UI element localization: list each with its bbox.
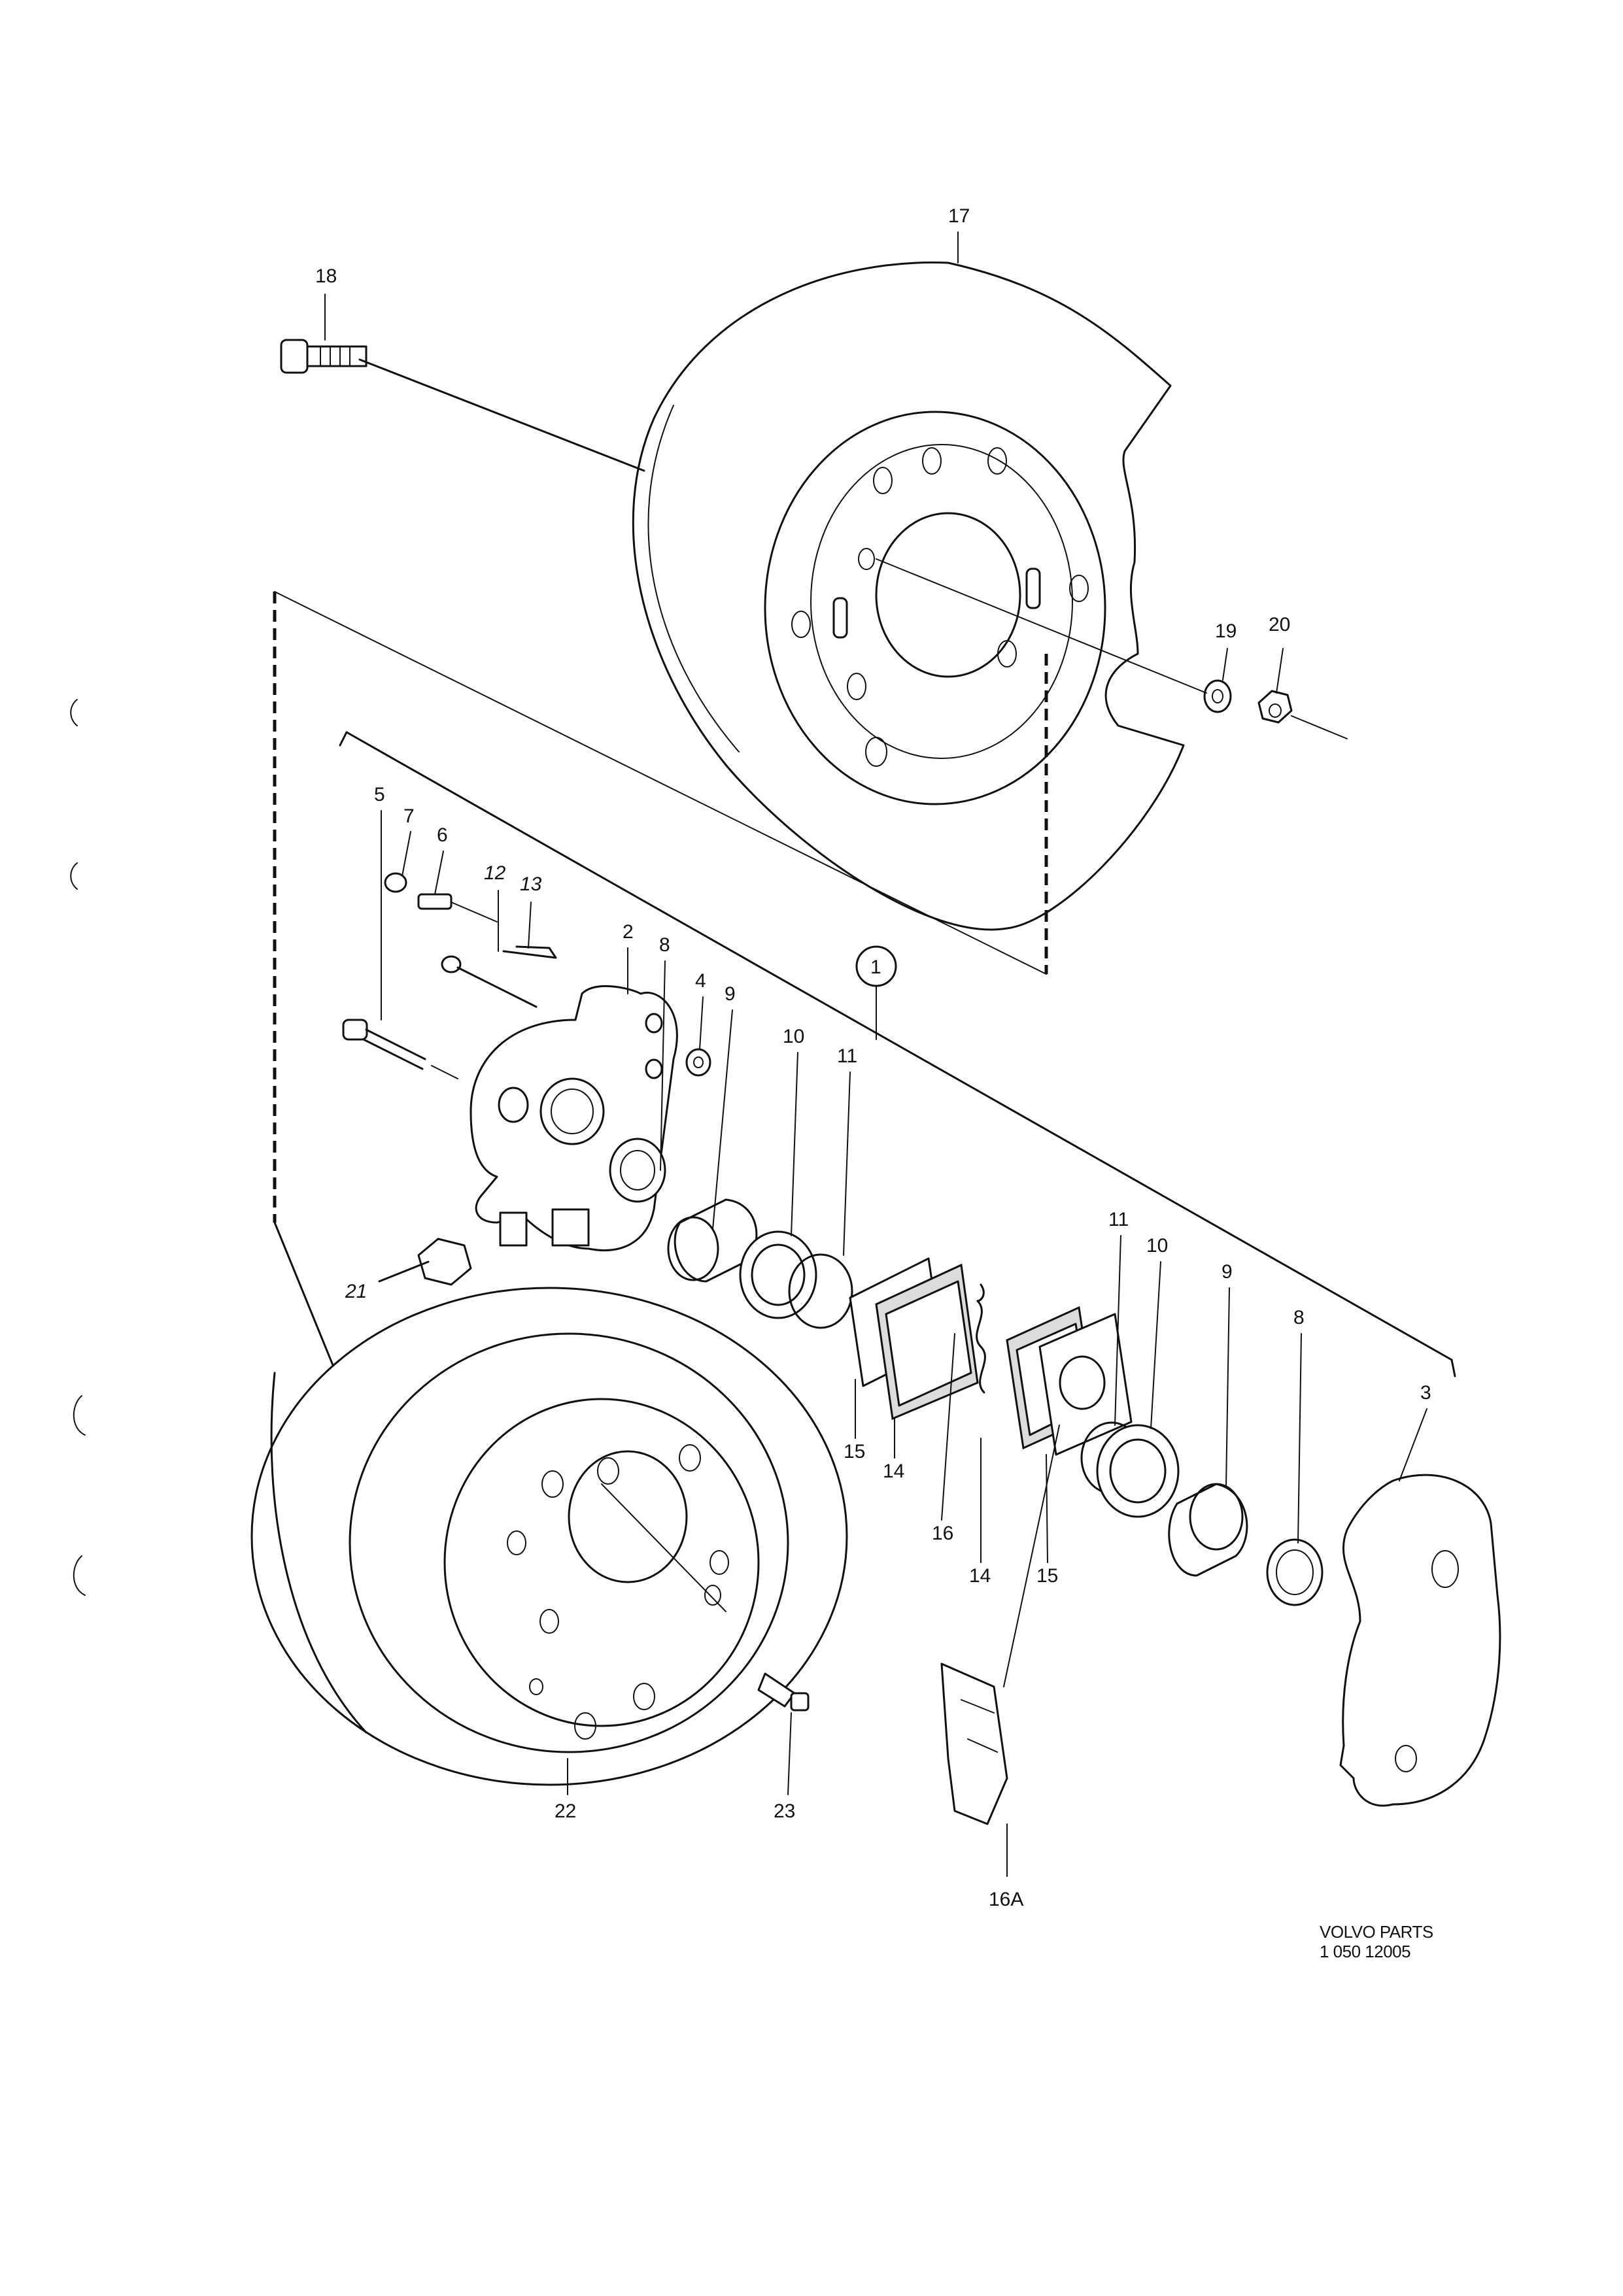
seal-part-8-left	[609, 1138, 666, 1203]
piston-part-9-right	[1168, 1483, 1248, 1577]
washer-part-4	[685, 1048, 711, 1077]
brake-disc-part-22	[250, 1287, 848, 1786]
footer-brand: VOLVO PARTS	[1320, 1922, 1433, 1942]
label-part-11-upper: 11	[837, 1045, 857, 1067]
label-part-16: 16	[932, 1523, 953, 1544]
washer-part-19	[1203, 679, 1232, 713]
label-part-18: 18	[315, 265, 337, 287]
label-part-21: 21	[345, 1281, 367, 1302]
label-part-19: 19	[1215, 620, 1237, 642]
bleeder-cap-part-7	[384, 872, 407, 893]
wheel-stud-part-23	[757, 1672, 810, 1712]
caliper-half-part-3	[1339, 1474, 1501, 1807]
label-part-17: 17	[948, 205, 970, 227]
retaining-ring-part-11-left	[788, 1253, 853, 1329]
label-part-6: 6	[437, 824, 448, 846]
bolt-part-18	[280, 339, 645, 472]
footer-code: 1 050 12005	[1320, 1942, 1411, 1961]
label-part-22: 22	[555, 1800, 576, 1822]
seal-part-8-right	[1266, 1538, 1324, 1606]
label-part-9-lower: 9	[1222, 1261, 1233, 1283]
bolt-part-21	[378, 1238, 472, 1286]
anti-rattle-plate-part-16A	[940, 1425, 1060, 1877]
dust-boot-part-10-left	[739, 1230, 817, 1319]
footer-parts-code: VOLVO PARTS 1 050 12005	[1320, 1922, 1433, 1961]
label-part-7: 7	[403, 805, 415, 827]
label-part-4: 4	[695, 970, 706, 992]
label-part-14-right: 14	[969, 1565, 991, 1587]
dust-boot-part-10-right	[1096, 1424, 1180, 1518]
bleeder-screw-part-6	[417, 893, 498, 922]
label-part-16A: 16A	[989, 1889, 1023, 1910]
bolt-part-5	[342, 1019, 458, 1079]
label-part-20: 20	[1269, 614, 1290, 635]
clip-part-13	[502, 945, 557, 959]
label-part-10-lower: 10	[1146, 1235, 1168, 1257]
leader-shield-nut	[876, 558, 1207, 694]
label-part-1: 1	[870, 956, 881, 978]
label-part-23: 23	[774, 1800, 795, 1822]
brake-pad-part-14-left	[875, 1263, 979, 1421]
splash-shield-part-17	[632, 262, 1185, 931]
leader-lines	[324, 231, 1427, 1795]
binder-hole-marks	[70, 699, 86, 1596]
shim-part-15-right	[1038, 1313, 1133, 1456]
part-labels: 17 18 19 20 5 7 6 12 13 2 8 4 9 10 11 1 …	[315, 205, 1431, 1910]
label-part-9-upper: 9	[725, 983, 736, 1005]
pin-part-12	[441, 955, 538, 1008]
label-part-8-upper: 8	[659, 934, 670, 956]
spring-part-16	[976, 1283, 986, 1394]
label-part-12: 12	[484, 862, 506, 884]
nut-part-20	[1257, 690, 1348, 739]
label-part-8-lower: 8	[1293, 1307, 1305, 1328]
caliper-half-part-2	[470, 985, 678, 1251]
label-part-2: 2	[623, 921, 634, 943]
label-part-5: 5	[374, 784, 385, 805]
label-part-10-upper: 10	[783, 1026, 804, 1047]
label-part-11-lower: 11	[1108, 1209, 1129, 1230]
caliper-assembly-outline-part-1	[273, 591, 1456, 1384]
label-part-3: 3	[1420, 1382, 1431, 1404]
label-part-15-right: 15	[1036, 1565, 1058, 1587]
label-part-13: 13	[520, 873, 542, 895]
label-part-15-left: 15	[844, 1441, 865, 1462]
label-part-14-left: 14	[883, 1460, 904, 1482]
